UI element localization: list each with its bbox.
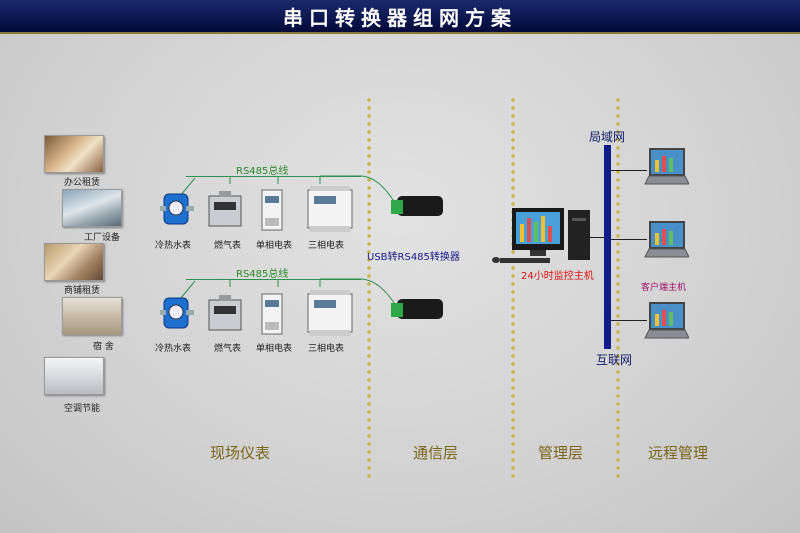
- meter-label-water-2: 冷热水表: [155, 344, 192, 354]
- laptop-icon: [644, 148, 689, 185]
- host-label: 24小时监控主机: [521, 271, 594, 282]
- three-phase-meter-icon: [307, 186, 353, 232]
- factory-photo: [62, 189, 122, 227]
- divider-mgmt-remote: [616, 96, 620, 482]
- meter-label-gas-1: 燃气表: [214, 241, 242, 251]
- converter-label: USB转RS485转换器: [367, 252, 460, 263]
- scene-label-dormitory: 宿 舍: [93, 342, 114, 352]
- meter-label-water-1: 冷热水表: [155, 241, 192, 251]
- bus-line-1: [186, 176, 361, 177]
- gas-meter-icon: [208, 191, 242, 227]
- divider-field-comm: [367, 96, 371, 482]
- meter-label-gas-2: 燃气表: [214, 344, 242, 354]
- usb-rs485-converter-icon: [391, 196, 443, 216]
- usb-rs485-converter-icon: [391, 299, 443, 319]
- bus-line-2: [186, 279, 361, 280]
- client-link-3: [611, 320, 647, 321]
- bus-wiring-1: [179, 175, 399, 209]
- water-meter-icon: [160, 193, 194, 225]
- client-label: 客户端主机: [641, 283, 687, 293]
- single-phase-meter-icon: [261, 293, 283, 335]
- client-link-2: [611, 239, 647, 240]
- scene-label-office: 办公租赁: [64, 178, 101, 188]
- page-title: 串口转换器组网方案: [283, 5, 517, 30]
- network-backbone: [604, 145, 611, 349]
- title-bar: 串口转换器组网方案: [0, 0, 800, 34]
- gas-meter-icon: [208, 295, 242, 331]
- meter-label-single-phase-1: 单相电表: [256, 241, 293, 251]
- layer-label-field-meters: 现场仪表: [210, 444, 271, 462]
- water-meter-icon: [160, 297, 194, 329]
- monitoring-host-icon: [492, 208, 590, 263]
- laptop-icon: [644, 221, 689, 258]
- internet-label: 互联网: [596, 353, 633, 367]
- host-link: [577, 237, 605, 238]
- three-phase-meter-icon: [307, 290, 353, 336]
- laptop-icon: [644, 302, 689, 339]
- air-conditioner-photo: [44, 357, 104, 395]
- shop-photo: [44, 243, 104, 281]
- single-phase-meter-icon: [261, 189, 283, 231]
- bus-wiring-2: [179, 278, 399, 310]
- scene-label-factory: 工厂设备: [84, 233, 121, 243]
- client-link-1: [611, 170, 647, 171]
- layer-label-management: 管理层: [538, 444, 584, 462]
- office-photo: [44, 135, 104, 173]
- scene-label-shop: 商铺租赁: [64, 286, 101, 296]
- meter-label-three-phase-2: 三相电表: [308, 344, 345, 354]
- meter-label-single-phase-2: 单相电表: [256, 344, 293, 354]
- scene-label-air-conditioner: 空调节能: [64, 404, 101, 414]
- layer-label-remote: 远程管理: [648, 444, 709, 462]
- lan-label: 局域网: [589, 130, 626, 144]
- bus-label-1: RS485总线: [236, 166, 289, 177]
- divider-comm-mgmt: [511, 96, 515, 482]
- layer-label-communication: 通信层: [413, 444, 459, 462]
- meter-label-three-phase-1: 三相电表: [308, 241, 345, 251]
- dormitory-photo: [62, 297, 122, 335]
- bus-label-2: RS485总线: [236, 269, 289, 280]
